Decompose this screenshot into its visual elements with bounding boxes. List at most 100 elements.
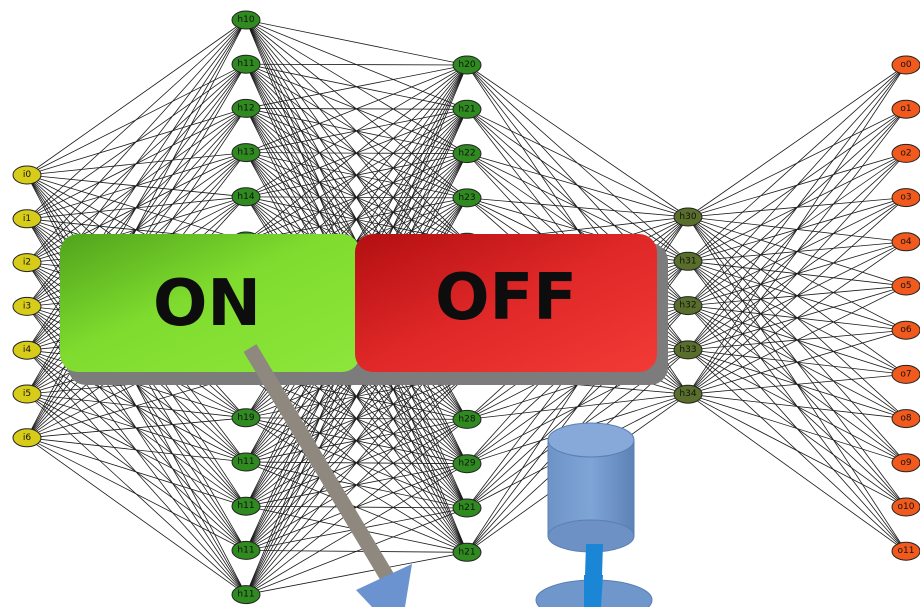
node-label: h11 <box>237 59 254 69</box>
node-h14: h14 <box>231 187 261 207</box>
node-circle <box>231 585 261 605</box>
node-i1: i1 <box>12 209 42 229</box>
node-h23: h23 <box>452 188 482 208</box>
node-label: i6 <box>23 433 32 443</box>
node-label: h21 <box>458 104 475 114</box>
node-i3: i3 <box>12 296 42 316</box>
edge-hidden3-output <box>687 64 907 218</box>
node-circle <box>231 98 261 118</box>
switch-on-label: ON <box>153 267 261 341</box>
switch-off-panel[interactable] <box>355 234 657 372</box>
node-circle <box>452 144 482 164</box>
edge-hidden1-hidden2 <box>245 507 468 595</box>
edge-hidden3-output <box>687 393 907 419</box>
edge-input-hidden1 <box>26 19 247 263</box>
edge-input-hidden1 <box>26 437 247 551</box>
node-h21: h21 <box>452 99 482 119</box>
node-o0: o0 <box>891 55 920 75</box>
edge-hidden1-hidden2 <box>245 551 468 595</box>
node-circle <box>891 453 920 473</box>
node-h112: h11 <box>231 540 261 560</box>
node-label: h21 <box>458 547 475 557</box>
node-o6: o6 <box>891 320 920 340</box>
node-h28: h28 <box>452 409 482 429</box>
node-label: i5 <box>23 389 31 399</box>
node-circle <box>891 232 920 252</box>
node-h33: h33 <box>673 340 703 360</box>
switch-on-panel[interactable] <box>60 234 360 372</box>
node-h113: h11 <box>231 585 261 605</box>
node-circle <box>12 209 42 229</box>
node-label: i3 <box>23 301 31 311</box>
node-circle <box>891 55 920 75</box>
node-label: h28 <box>458 414 475 424</box>
node-label: h29 <box>458 459 475 469</box>
node-label: h32 <box>679 301 696 311</box>
node-label: i0 <box>23 170 32 180</box>
edge-hidden1-hidden2 <box>245 374 468 595</box>
edge-hidden3-output <box>687 393 907 508</box>
node-o1: o1 <box>891 99 920 119</box>
edge-input-hidden1 <box>26 437 247 463</box>
node-circle <box>12 384 42 404</box>
switch-off-half[interactable]: OFF <box>355 234 657 372</box>
node-circle <box>231 187 261 207</box>
node-h12: h12 <box>231 98 261 118</box>
node-circle <box>673 384 703 404</box>
node-label: o9 <box>900 458 912 468</box>
node-circle <box>12 428 42 448</box>
node-h111: h11 <box>231 496 261 516</box>
cylinder-actuator <box>535 422 653 607</box>
node-label: o6 <box>900 325 912 335</box>
node-label: h33 <box>679 345 696 355</box>
switch-on-half[interactable]: ON <box>60 234 360 372</box>
node-label: h11 <box>237 590 254 600</box>
node-label: h31 <box>679 256 696 266</box>
node-label: h12 <box>237 103 254 113</box>
node-circle <box>452 542 482 562</box>
edge-hidden3-output <box>687 153 907 395</box>
node-label: h10 <box>237 15 254 25</box>
node-label: o0 <box>900 60 912 70</box>
node-circle <box>452 498 482 518</box>
edge-input-hidden1 <box>26 437 247 595</box>
edge-hidden2-hidden3 <box>466 108 689 218</box>
edge-hidden3-output <box>687 64 907 351</box>
node-circle <box>891 364 920 384</box>
node-label: o4 <box>900 237 912 247</box>
node-h19: h19 <box>231 408 261 428</box>
lever-arm <box>243 344 412 607</box>
node-h110: h11 <box>231 452 261 472</box>
node-circle <box>12 296 42 316</box>
node-label: h20 <box>458 60 475 70</box>
switch-off-label: OFF <box>435 261 577 335</box>
edge-hidden2-hidden3 <box>466 64 689 218</box>
node-o9: o9 <box>891 453 920 473</box>
node-label: i4 <box>23 345 32 355</box>
node-label: h11 <box>237 457 254 467</box>
edge-input-hidden1 <box>26 19 247 176</box>
node-circle <box>231 10 261 30</box>
node-label: h19 <box>237 413 254 423</box>
node-o11: o11 <box>891 541 920 561</box>
node-circle <box>891 143 920 163</box>
node-circle <box>452 409 482 429</box>
edge-hidden3-output <box>687 329 907 395</box>
edge-hidden1-hidden2 <box>245 64 468 198</box>
edge-hidden3-output <box>687 374 907 395</box>
node-label: h11 <box>237 545 254 555</box>
edge-hidden2-hidden3 <box>466 153 689 218</box>
node-label: o10 <box>898 502 915 512</box>
node-label: o5 <box>900 281 911 291</box>
node-circle <box>452 55 482 75</box>
node-circle <box>891 320 920 340</box>
node-label: h11 <box>237 501 254 511</box>
node-h29: h29 <box>452 454 482 474</box>
node-circle <box>673 296 703 316</box>
on-off-switch[interactable]: ON OFF <box>60 234 668 385</box>
node-label: h22 <box>458 149 475 159</box>
node-label: h34 <box>679 389 696 399</box>
node-circle <box>12 253 42 273</box>
node-h22: h22 <box>452 144 482 164</box>
